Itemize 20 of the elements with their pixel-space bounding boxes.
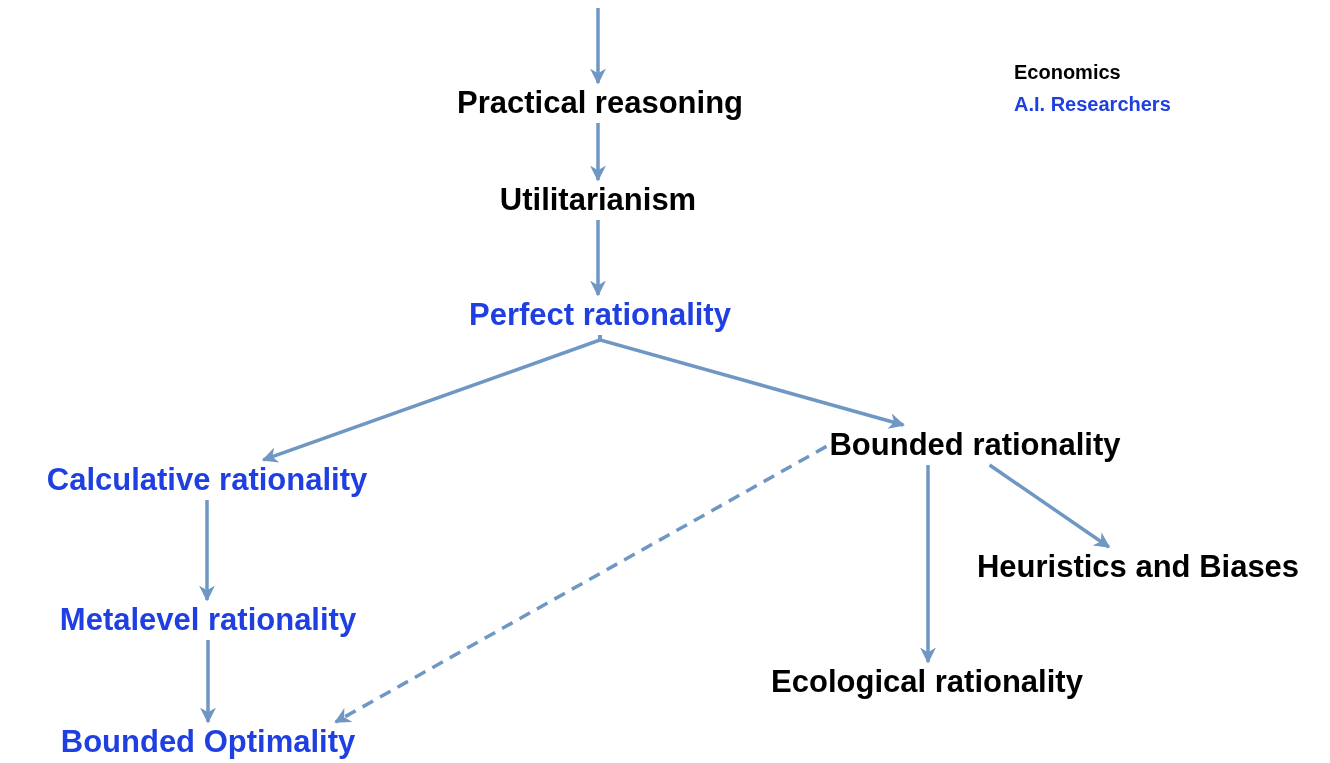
node-label: Metalevel rationality [59, 602, 357, 638]
arrow [590, 123, 606, 182]
node-label: Heuristics and Biases [976, 549, 1300, 585]
node-label: Bounded Optimality [60, 724, 356, 760]
arrow [200, 640, 216, 724]
arrow [199, 500, 215, 602]
legend-label: Economics [1014, 60, 1121, 84]
node-label: Utilitarianism [499, 182, 697, 218]
node-label: Ecological rationality [771, 664, 1083, 700]
node-label: Calculative rationality [46, 462, 368, 498]
arrow [598, 335, 905, 429]
arrow [988, 463, 1111, 549]
arrow [590, 220, 606, 297]
arrow [920, 465, 936, 664]
dashed-arrow [334, 444, 828, 724]
node-label: Practical reasoning [457, 85, 743, 121]
node-label: Perfect rationality [469, 297, 731, 333]
node-label: Bounded rationality [829, 427, 1121, 463]
arrow [590, 8, 606, 85]
legend-label: A.I. Researchers [1014, 92, 1171, 116]
